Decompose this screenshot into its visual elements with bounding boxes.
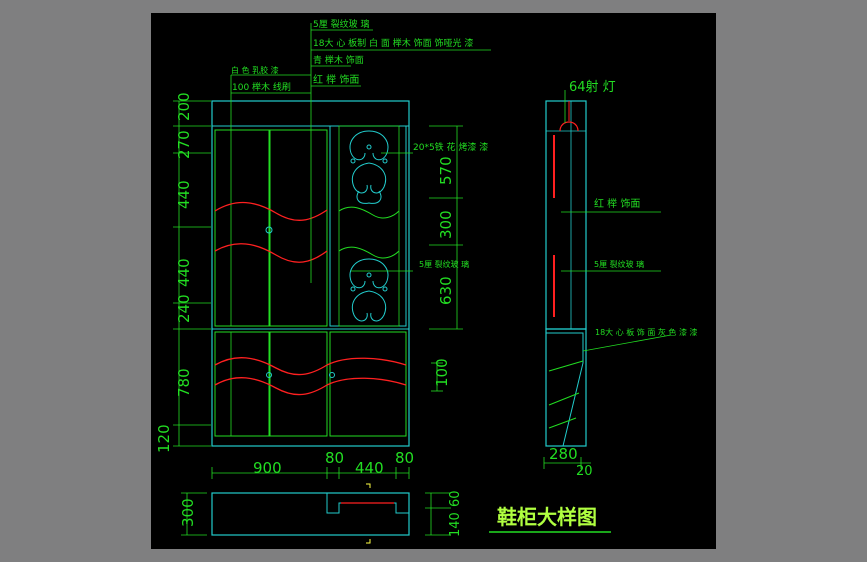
lower-handle-1	[266, 372, 272, 378]
dim-100: 100	[433, 358, 451, 387]
plan-recess	[326, 493, 409, 514]
plan-marker-bottom	[366, 539, 371, 544]
dim-440a: 440	[175, 180, 193, 209]
dim-240: 240	[175, 294, 193, 323]
side-upper-outline	[545, 100, 587, 330]
dim-780: 780	[175, 368, 193, 397]
lower-handle-2	[329, 372, 335, 378]
drawing-title: 鞋柜大样图	[497, 505, 597, 529]
glass-wave-green-1	[338, 206, 400, 219]
side-lower-profile	[545, 332, 584, 447]
shoe-cabinet-drawing: 5厘 裂纹玻 璃 18大 心 板制 白 面 榉木 饰面 饰哑光 漆 青 榉木 饰…	[155, 18, 698, 544]
cad-drawing-canvas: 5厘 裂纹玻 璃 18大 心 板制 白 面 榉木 饰面 饰哑光 漆 青 榉木 饰…	[151, 13, 716, 549]
plan-outline	[211, 492, 410, 536]
note-ironwork: 20*5铁 花 烤漆 漆	[413, 141, 488, 153]
upper-wave-red-1	[214, 201, 328, 221]
dim-900: 900	[253, 459, 282, 477]
dim-140: 140	[448, 512, 463, 537]
cabinet-outline	[211, 100, 410, 447]
dim-80a: 80	[325, 449, 344, 467]
ironwork-scroll-lower	[349, 258, 389, 322]
upper-door-left	[214, 129, 270, 327]
dim-60: 60	[448, 490, 463, 507]
side-leader-lines	[561, 90, 672, 352]
plan-view	[211, 483, 410, 544]
upper-door-right	[269, 129, 328, 327]
glass-column-frame	[329, 125, 407, 327]
upper-handle	[265, 226, 273, 234]
lower-wave-red-2	[214, 377, 407, 396]
ironwork-scroll-upper	[349, 130, 389, 204]
note-board-side: 18大 心 板 饰 面 灰 色 漆 漆	[595, 327, 698, 337]
lower-door-1	[214, 331, 270, 437]
note-glass-5mm: 5厘 裂纹玻 璃	[313, 18, 369, 30]
note-board-18-finish: 18大 心 板制 白 面 榉木 饰面 饰哑光 漆	[313, 37, 473, 49]
lower-door-2	[269, 331, 328, 437]
dim-440: 440	[355, 459, 384, 477]
dim-280: 280	[549, 445, 578, 463]
side-shelf-2	[548, 392, 580, 406]
dim-630: 630	[437, 276, 455, 305]
side-shelf-3	[548, 417, 577, 429]
dim-300-plan: 300	[179, 498, 197, 527]
glass-wave-green-2	[338, 246, 400, 259]
note-white-lacquer: 白 色 乳胶 漆	[231, 65, 279, 75]
plan-marker-top	[366, 483, 371, 488]
dim-300: 300	[437, 210, 455, 239]
dim-120: 120	[155, 424, 173, 453]
dim-200: 200	[175, 92, 193, 121]
dim-570: 570	[437, 156, 455, 185]
glass-column-inner	[338, 125, 400, 327]
front-elevation	[211, 100, 410, 447]
spotlight-shape	[559, 121, 579, 132]
note-glass-5mm-b: 5厘 裂纹玻 璃	[419, 259, 469, 269]
side-lower-outline	[545, 328, 587, 447]
lower-wave-red-1	[214, 357, 407, 376]
note-red-beech-side: 红 榉 饰面	[594, 197, 640, 210]
side-shelf-1	[548, 360, 584, 372]
note-red-beech: 红 榉 饰面	[313, 73, 359, 86]
lower-door-3	[329, 331, 407, 437]
note-ash-veneer: 青 榉木 饰面	[313, 54, 364, 66]
dim-440b: 440	[175, 258, 193, 287]
left-dimension-lines	[173, 100, 211, 447]
note-beech-100: 100 榉木 线刷	[232, 81, 291, 93]
upper-wave-red-2	[214, 243, 328, 263]
side-elevation	[545, 100, 587, 447]
dim-20: 20	[576, 464, 593, 479]
dim-270: 270	[175, 130, 193, 159]
dim-80b: 80	[395, 449, 414, 467]
bottom-dimension-lines	[181, 457, 591, 536]
note-glass-side: 5厘 裂纹玻 璃	[594, 259, 644, 269]
leader-lines-top	[230, 23, 491, 283]
middle-dimension-lines	[429, 125, 463, 392]
note-spotlight: 64射 灯	[569, 79, 616, 95]
